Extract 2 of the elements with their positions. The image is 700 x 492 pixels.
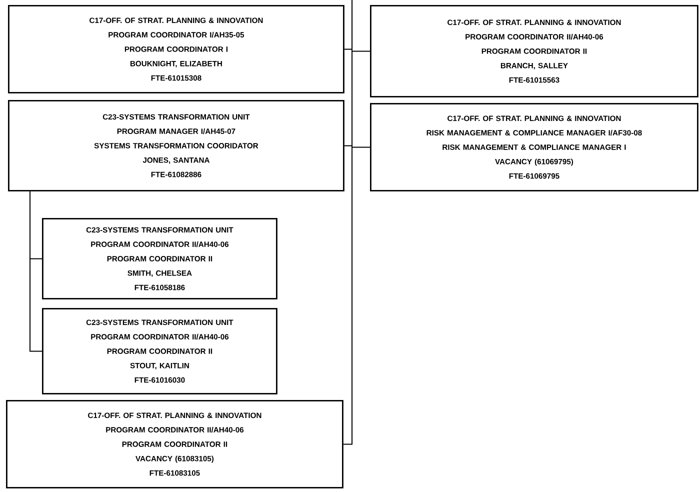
connector-line [342, 0, 352, 445]
connector-line [30, 190, 42, 352]
